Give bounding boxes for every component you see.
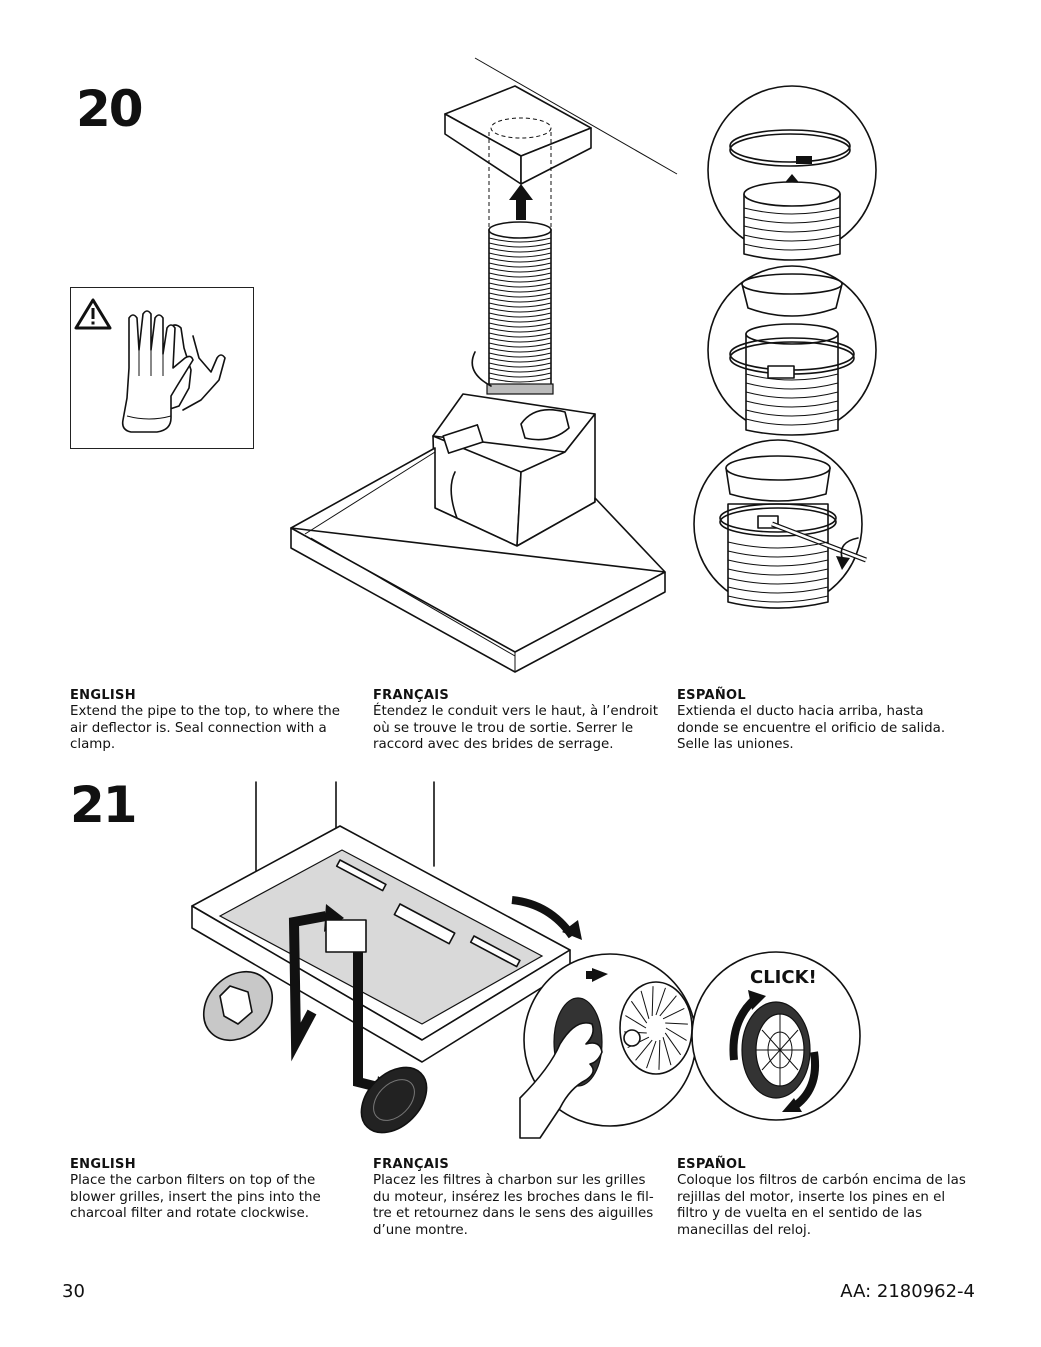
step-20-text-spanish: ESPAÑOL Extienda el ducto hacia arriba, … xyxy=(677,688,967,754)
step-20-text-french: FRANÇAIS Étendez le conduit vers le haut… xyxy=(373,688,663,754)
lang-title: ESPAÑOL xyxy=(677,1157,746,1172)
lang-title: FRANÇAIS xyxy=(373,688,450,703)
step-20-text-english: ENGLISH Extend the pipe to the top, to w… xyxy=(70,688,360,754)
instruction-body: Place the carbon filters on top of the b… xyxy=(70,1173,321,1222)
hood-underside-illustration xyxy=(191,781,582,1134)
click-label: CLICK! xyxy=(750,967,817,988)
instruction-body: Extienda el ducto hacia arriba, hasta do… xyxy=(677,704,946,753)
instruction-body: Extend the pipe to the top, to where the… xyxy=(70,704,341,753)
step-21-text-english: ENGLISH Place the carbon filters on top … xyxy=(70,1157,360,1223)
gloves-icon xyxy=(121,310,226,433)
lang-title: FRANÇAIS xyxy=(373,1157,450,1172)
detail-click-rotate xyxy=(691,951,861,1121)
detail-clamp-middle xyxy=(707,265,877,436)
step-21-number: 21 xyxy=(70,776,138,834)
lang-title: ENGLISH xyxy=(70,1157,136,1172)
detail-clamp-tighten xyxy=(693,439,867,609)
step-21-text-french: FRANÇAIS Placez les filtres à charbon su… xyxy=(373,1157,663,1239)
step-21-text-spanish: ESPAÑOL Coloque los filtros de carbón en… xyxy=(677,1157,967,1239)
hood-duct-illustration xyxy=(290,57,678,673)
instruction-body: Coloque los filtros de carbón encima de … xyxy=(677,1173,966,1238)
instruction-body: Placez les filtres à charbon sur les gri… xyxy=(373,1173,654,1238)
safety-gloves-box xyxy=(70,287,254,449)
step-20-number: 20 xyxy=(76,80,144,138)
instruction-body: Étendez le conduit vers le haut, à l’end… xyxy=(373,704,659,753)
detail-clamp-top xyxy=(707,85,877,261)
lang-title: ENGLISH xyxy=(70,688,136,703)
document-code: AA: 2180962-4 xyxy=(840,1281,975,1302)
warning-icon xyxy=(74,298,112,330)
page-number: 30 xyxy=(62,1281,85,1302)
detail-insert-filter xyxy=(519,953,697,1139)
lang-title: ESPAÑOL xyxy=(677,688,746,703)
